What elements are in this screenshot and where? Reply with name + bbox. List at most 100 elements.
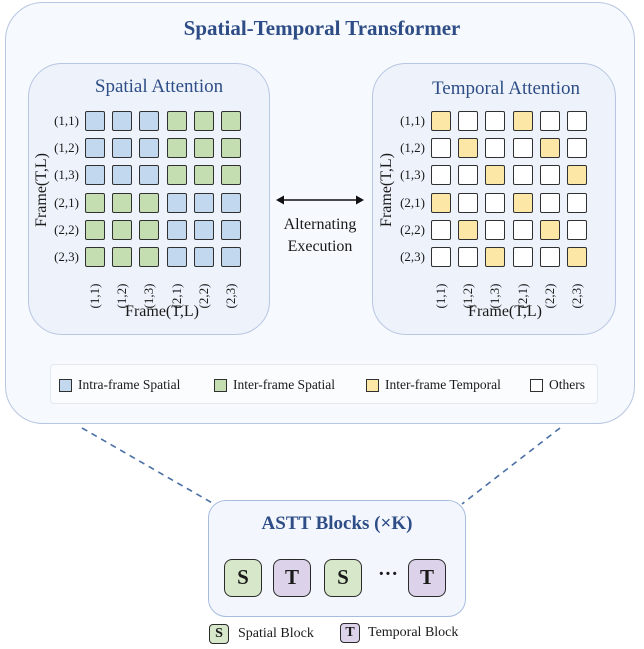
blocks-ellipsis: ···	[377, 563, 398, 585]
alternating-arrow-icon	[276, 195, 364, 205]
temporal-cell-other	[512, 219, 533, 240]
temporal-col-label: (1,1)	[433, 283, 448, 309]
legend-label-intra: Intra-frame Spatial	[78, 377, 181, 392]
temporal-cell-other	[458, 247, 479, 267]
execution-text: Execution	[287, 238, 353, 255]
spatial-cell-inter	[139, 192, 160, 213]
spatial-cell-inter	[112, 192, 133, 213]
spatial-cell-inter	[166, 138, 187, 159]
temporal-cell-other	[485, 111, 506, 131]
temporal-cell-other	[567, 219, 587, 240]
spatial-row-label: (2,3)	[54, 249, 79, 264]
spatial-cell-intra	[193, 219, 214, 240]
temporal-row-label: (1,3)	[400, 167, 425, 183]
spatial-cell-inter	[166, 165, 187, 186]
spatial-cell-inter	[221, 165, 241, 186]
temporal-cell-other	[485, 138, 506, 159]
spatial-cell-inter	[193, 138, 214, 159]
spatial-row-label: (1,2)	[54, 140, 79, 156]
temporal-row-label: (1,1)	[400, 113, 425, 128]
spatial-cell-inter	[139, 247, 160, 267]
temporal-cell-other	[512, 247, 533, 267]
legend-swatch-intra	[59, 379, 72, 392]
temporal-row-label: (2,3)	[400, 249, 425, 264]
temporal-x-axis-label: Frame(T,L)	[468, 303, 542, 320]
temporal-cell-other	[458, 111, 479, 131]
temporal-cell-temporal	[431, 192, 451, 213]
temporal-cell-temporal	[512, 192, 533, 213]
temporal-cell-other	[567, 111, 587, 131]
temporal-cell-other	[512, 138, 533, 159]
legend-label-other: Others	[549, 377, 585, 392]
temporal-cell-temporal	[458, 138, 479, 159]
left-dashed-connector	[81, 427, 215, 505]
legend-label-inter: Inter-frame Spatial	[233, 377, 336, 392]
temporal-cell-temporal	[567, 247, 587, 267]
legend-swatch-other	[530, 379, 543, 392]
alternating-text: Alternating	[283, 216, 357, 233]
temporal-cell-other	[485, 219, 506, 240]
spatial-cell-intra	[221, 247, 241, 267]
spatial-cell-intra	[139, 138, 160, 159]
key-spatial-block-icon: S	[209, 624, 229, 644]
spatial-attention-title: Spatial Attention	[94, 76, 224, 97]
spatial-cell-inter	[112, 247, 133, 267]
legend-swatch-temporal	[366, 379, 379, 392]
temporal-row-label: (1,2)	[400, 140, 425, 156]
temporal-cell-temporal	[485, 165, 506, 186]
temporal-cell-other	[512, 165, 533, 186]
spatial-cell-intra	[166, 247, 187, 267]
diagram-title: Spatial-Temporal Transformer	[183, 16, 461, 40]
spatial-cell-intra	[166, 219, 187, 240]
spatial-cell-inter	[221, 138, 241, 159]
temporal-cell-other	[458, 165, 479, 186]
spatial-cell-intra	[166, 192, 187, 213]
spatial-cell-intra	[139, 111, 160, 131]
key-temporal-block-icon: T	[340, 623, 360, 643]
spatial-cell-intra	[221, 219, 241, 240]
temporal-cell-other	[539, 247, 560, 267]
spatial-x-axis-label: Frame(T,L)	[125, 303, 199, 320]
spatial-cell-inter	[193, 165, 214, 186]
temporal-row-label: (2,1)	[400, 194, 425, 210]
key-temporal-block-label: Temporal Block	[368, 625, 459, 640]
spatial-cell-inter	[193, 111, 214, 131]
temporal-cell-temporal	[458, 219, 479, 240]
spatial-cell-intra	[193, 247, 214, 267]
spatial-cell-inter	[85, 192, 105, 213]
temporal-cell-temporal	[431, 111, 451, 131]
temporal-cell-temporal	[485, 247, 506, 267]
spatial-cell-inter	[221, 111, 241, 131]
temporal-cell-other	[431, 138, 451, 159]
temporal-cell-other	[485, 192, 506, 213]
spatial-cell-intra	[112, 165, 133, 186]
legend-swatch-inter	[214, 379, 227, 392]
temporal-cell-other	[567, 138, 587, 159]
temporal-cell-temporal	[539, 219, 560, 240]
temporal-attention-title: Temporal Attention	[431, 78, 580, 99]
temporal-cell-other	[539, 111, 560, 131]
spatial-cell-intra	[112, 138, 133, 159]
spatial-cell-inter	[85, 247, 105, 267]
spatial-cell-inter	[139, 219, 160, 240]
spatial-cell-inter	[166, 111, 187, 131]
spatial-cell-intra	[85, 138, 105, 159]
right-dashed-connector	[461, 427, 561, 505]
spatial-cell-intra	[221, 192, 241, 213]
spatial-cell-intra	[85, 165, 105, 186]
block-spatial-2: S	[324, 559, 362, 597]
spatial-cell-intra	[85, 111, 105, 131]
spatial-cell-intra	[193, 192, 214, 213]
legend-label-temporal: Inter-frame Temporal	[385, 377, 501, 392]
spatial-row-label: (2,2)	[54, 221, 79, 237]
temporal-row-label: (2,2)	[400, 221, 425, 237]
spatial-col-label: (1,1)	[87, 283, 102, 309]
temporal-cell-other	[431, 247, 451, 267]
temporal-cell-other	[567, 192, 587, 213]
block-spatial-1: S	[224, 559, 262, 597]
temporal-cell-other	[539, 192, 560, 213]
temporal-cell-other	[539, 165, 560, 186]
block-temporal-k: T	[408, 559, 446, 597]
spatial-cell-intra	[112, 111, 133, 131]
